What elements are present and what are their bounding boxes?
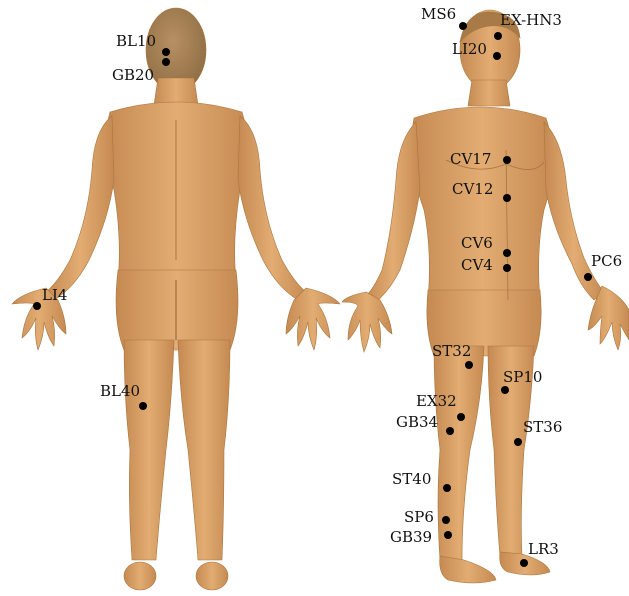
acupoint-label: LI4: [42, 286, 67, 304]
back-left-arm: [46, 116, 114, 300]
acupoint-dot: [139, 402, 147, 410]
acupoint-dot: [520, 559, 528, 567]
acupoint-dot: [514, 438, 522, 446]
acupoint-label: PC6: [591, 252, 622, 270]
front-view-figure: [342, 10, 629, 583]
acupoint-dot: [503, 264, 511, 272]
acupoint-label: ST40: [392, 470, 431, 488]
acupoint-dot: [162, 58, 170, 66]
acupoint-dot: [162, 48, 170, 56]
acupoint-dot: [33, 302, 41, 310]
acupoint-label: SP10: [503, 368, 542, 386]
back-right-foot: [196, 562, 228, 590]
acupoint-label: LR3: [528, 540, 559, 558]
acupoint-dot: [493, 52, 501, 60]
acupoint-label: GB39: [390, 528, 432, 546]
acupoint-dot: [446, 427, 454, 435]
acupoint-label: GB20: [112, 66, 154, 84]
acupoint-dot: [503, 156, 511, 164]
acupoint-dot: [457, 413, 465, 421]
acupoint-label: LI20: [452, 40, 487, 58]
acupoint-label: CV12: [452, 180, 493, 198]
acupoint-dot: [494, 32, 502, 40]
acupoint-BL40: BL40: [100, 382, 147, 410]
back-torso: [106, 102, 248, 280]
acupoint-label: CV17: [450, 150, 491, 168]
front-right-arm: [544, 122, 604, 300]
acupoint-dot: [584, 273, 592, 281]
acupoint-dot: [503, 194, 511, 202]
back-left-leg: [124, 340, 174, 560]
acupoint-label: BL40: [100, 382, 140, 400]
acupoint-dot: [503, 249, 511, 257]
acupoint-PC6: PC6: [584, 252, 622, 281]
back-hips: [116, 270, 238, 350]
acupoint-label: SP6: [404, 508, 434, 526]
front-left-leg: [434, 346, 484, 560]
acupoint-dot: [501, 386, 509, 394]
acupoint-dot: [459, 22, 467, 30]
acupoint-label: MS6: [421, 5, 456, 23]
acupoint-dot: [442, 516, 450, 524]
front-left-hand: [342, 292, 392, 352]
front-neck: [468, 80, 510, 106]
acupoint-dot: [444, 531, 452, 539]
back-neck: [154, 78, 198, 105]
back-right-leg: [178, 340, 230, 560]
back-left-foot: [124, 562, 156, 590]
acupoint-dot: [465, 361, 473, 369]
acupoint-label: BL10: [116, 32, 156, 50]
acupoint-label: CV6: [461, 234, 493, 252]
acupoint-label: CV4: [461, 256, 493, 274]
acupoint-label: GB34: [396, 413, 438, 431]
acupoint-label: EX-HN3: [500, 11, 562, 29]
front-left-foot: [440, 556, 496, 583]
acupoint-MS6: MS6: [421, 5, 467, 30]
acupoint-label: ST32: [432, 342, 471, 360]
acupoint-dot: [443, 484, 451, 492]
front-left-arm: [366, 122, 420, 302]
acupoint-label: ST36: [523, 418, 562, 436]
acupoint-label: EX32: [416, 392, 457, 410]
back-right-arm: [238, 116, 306, 300]
